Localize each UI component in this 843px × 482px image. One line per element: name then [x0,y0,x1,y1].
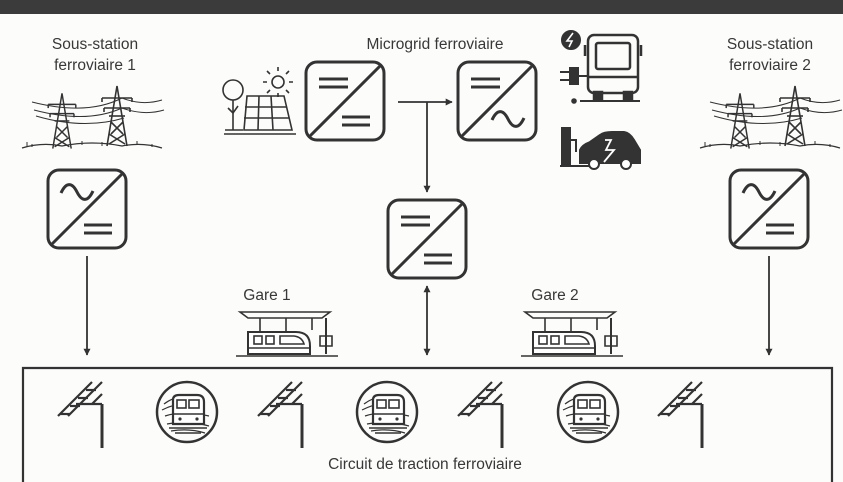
train-badge-1 [155,380,219,444]
station-1-label: Gare 1 [243,287,291,304]
substation-2-label: Sous-station ferroviaire 2 [705,34,835,76]
catenary-1 [56,380,104,450]
station-2-label: Gare 2 [531,287,579,304]
station-1-icon [235,311,339,357]
substation-1-pylons-icon [22,86,164,149]
solar-panel-icon [222,67,296,135]
microgrid-label: Microgrid ferroviaire [366,36,504,53]
traction-circuit-frame [21,366,834,482]
substation-1-converter [46,168,128,250]
station-2-icon [520,311,624,357]
substation-1-label-line2: ferroviaire 1 [54,57,136,74]
train-badge-2 [355,380,419,444]
catenary-4 [656,380,704,450]
electric-car-icon [560,127,641,170]
catenary-3 [456,380,504,450]
substation-2-pylons-icon [700,86,842,149]
substation-1-label: Sous-station ferroviaire 1 [30,34,160,76]
substation-2-label-line1: Sous-station [726,36,814,53]
ev-charger-icon [560,30,640,104]
header-bar [0,0,843,14]
microgrid-source-converter [304,60,386,142]
microgrid-bus-converter [386,198,468,280]
catenary-2 [256,380,304,450]
substation-2-converter [728,168,810,250]
substation-1-label-line1: Sous-station [51,36,139,53]
traction-circuit-label: Circuit de traction ferroviaire [328,456,522,473]
microgrid-load-converter [456,60,538,142]
substation-2-label-line2: ferroviaire 2 [729,57,811,74]
train-badge-3 [556,380,620,444]
electric-bus-icon [583,33,643,101]
